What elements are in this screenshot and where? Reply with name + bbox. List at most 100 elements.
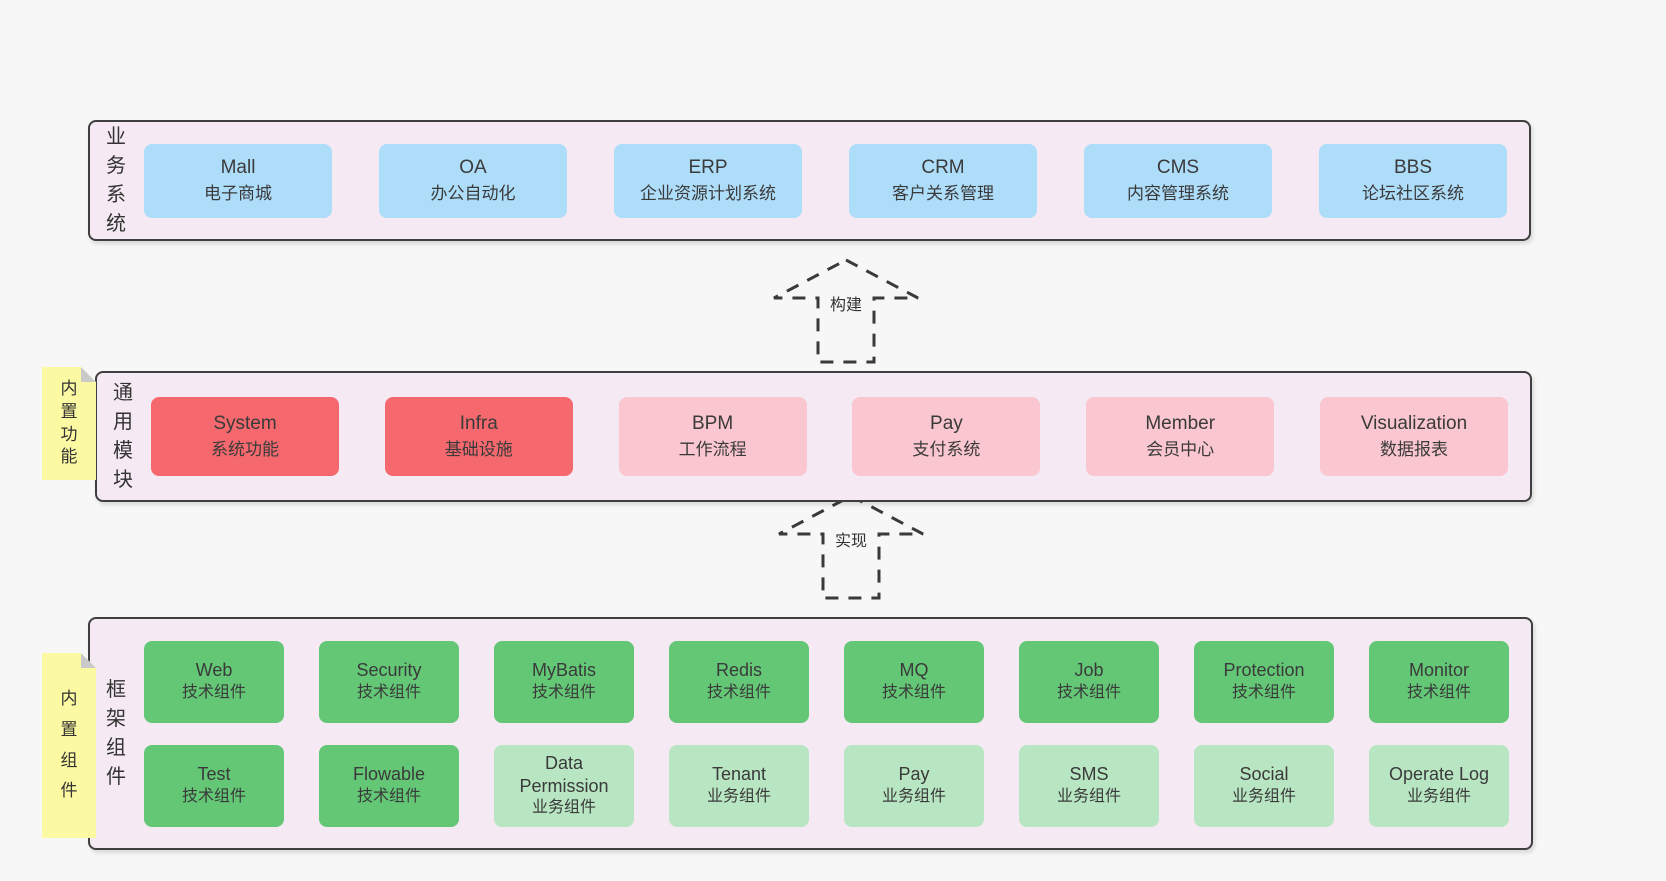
box-subtitle: 技术组件: [1056, 683, 1121, 701]
up-arrow-icon: [778, 494, 924, 600]
box-subtitle: 业务组件: [881, 787, 946, 805]
box-infra: Infra 基础设施: [384, 397, 573, 476]
box-title: Pay: [930, 413, 963, 435]
box-bpm: BPM 工作流程: [618, 397, 807, 476]
sticky-note-built-in-features: 内置功能: [42, 367, 96, 480]
up-arrow-icon: [773, 258, 919, 364]
box-title: CMS: [1156, 157, 1200, 179]
box-subtitle: 业务组件: [531, 799, 596, 817]
box-title: Monitor: [1408, 660, 1470, 681]
box-flowable: Flowable 技术组件: [319, 744, 459, 827]
box-subtitle: 支付系统: [912, 439, 981, 459]
box-title: MyBatis: [531, 660, 596, 681]
box-subtitle: 技术组件: [181, 787, 246, 805]
box-subtitle: 业务组件: [1231, 787, 1296, 805]
box-subtitle: 业务组件: [706, 787, 771, 805]
box-title: Mall: [220, 157, 256, 179]
box-sms: SMS 业务组件: [1019, 744, 1159, 827]
box-subtitle: 电子商城: [204, 183, 272, 203]
box-subtitle: 工作流程: [678, 439, 747, 459]
box-title: Data Permission: [519, 753, 609, 796]
box-cms: CMS 内容管理系统: [1084, 143, 1272, 218]
box-title: Job: [1074, 660, 1104, 681]
box-subtitle: 论坛社区系统: [1362, 183, 1464, 203]
box-title: Operate Log: [1388, 764, 1490, 785]
box-security: Security 技术组件: [319, 640, 459, 723]
box-title: MQ: [899, 660, 929, 681]
implement-arrow-label: 实现: [831, 530, 871, 555]
box-subtitle: 技术组件: [881, 683, 946, 701]
box-title: Social: [1239, 764, 1289, 785]
box-title: Tenant: [711, 764, 767, 785]
box-subtitle: 数据报表: [1379, 439, 1448, 459]
box-subtitle: 内容管理系统: [1127, 183, 1229, 203]
box-title: Visualization: [1360, 413, 1468, 435]
box-subtitle: 技术组件: [356, 683, 421, 701]
box-social: Social 业务组件: [1194, 744, 1334, 827]
box-title: Security: [356, 660, 422, 681]
box-crm: CRM 客户关系管理: [849, 143, 1037, 218]
build-arrow: 构建: [770, 254, 922, 366]
box-bbs: BBS 论坛社区系统: [1319, 143, 1507, 218]
box-title: Pay: [898, 764, 930, 785]
box-subtitle: 系统功能: [211, 439, 279, 459]
box-title: Web: [195, 660, 233, 681]
note-text: 内置功能: [60, 378, 78, 467]
box-operate-log: Operate Log 业务组件: [1369, 744, 1509, 827]
box-protection: Protection 技术组件: [1194, 640, 1334, 723]
box-subtitle: 业务组件: [1056, 787, 1121, 805]
box-tenant: Tenant 业务组件: [669, 744, 809, 827]
box-test: Test 技术组件: [144, 744, 284, 827]
box-title: System: [213, 413, 277, 435]
box-web: Web 技术组件: [144, 640, 284, 723]
business-boxes-grid: Mall 电子商城 OA 办公自动化 ERP 企业资源计划系统 CRM 客户关系…: [144, 122, 1507, 239]
box-system: System 系统功能: [151, 397, 339, 476]
box-subtitle: 业务组件: [1406, 787, 1471, 805]
box-title: SMS: [1069, 764, 1109, 785]
box-subtitle: 办公自动化: [430, 183, 516, 203]
box-job: Job 技术组件: [1019, 640, 1159, 723]
box-title: Infra: [459, 413, 498, 435]
box-subtitle: 技术组件: [1406, 683, 1471, 701]
box-pay-component: Pay 业务组件: [844, 744, 984, 827]
sticky-note-built-in-components: 内置组件: [42, 653, 96, 838]
box-title: CRM: [921, 157, 965, 179]
business-layer-label: 业务系统: [106, 125, 126, 235]
common-modules-layer: 通用模块 System 系统功能 Infra 基础设施 BPM 工作流程 Pay…: [95, 371, 1532, 502]
box-title: Protection: [1223, 660, 1305, 681]
box-redis: Redis 技术组件: [669, 640, 809, 723]
components-layer-label: 框架组件: [106, 678, 126, 788]
box-member: Member 会员中心: [1086, 397, 1275, 476]
business-systems-layer: 业务系统 Mall 电子商城 OA 办公自动化 ERP 企业资源计划系统 CRM…: [88, 120, 1531, 241]
box-pay-module: Pay 支付系统: [852, 397, 1041, 476]
box-title: Flowable: [352, 764, 426, 785]
modules-boxes-grid: System 系统功能 Infra 基础设施 BPM 工作流程 Pay 支付系统…: [151, 373, 1508, 500]
box-oa: OA 办公自动化: [379, 143, 567, 218]
components-boxes-grid: Web 技术组件 Security 技术组件 MyBatis 技术组件 Redi…: [144, 619, 1509, 848]
box-subtitle: 技术组件: [1231, 683, 1296, 701]
box-data-permission: Data Permission 业务组件: [494, 744, 634, 827]
box-title: OA: [459, 157, 487, 179]
box-subtitle: 技术组件: [706, 683, 771, 701]
framework-components-layer: 框架组件 Web 技术组件 Security 技术组件 MyBatis 技术组件…: [88, 617, 1533, 850]
box-subtitle: 技术组件: [531, 683, 596, 701]
box-subtitle: 客户关系管理: [892, 183, 994, 203]
box-title: BBS: [1393, 157, 1433, 179]
box-subtitle: 企业资源计划系统: [640, 183, 776, 203]
box-title: Member: [1145, 413, 1216, 435]
modules-layer-label: 通用模块: [113, 381, 133, 491]
box-erp: ERP 企业资源计划系统: [614, 143, 802, 218]
box-visualization: Visualization 数据报表: [1319, 397, 1508, 476]
build-arrow-label: 构建: [826, 294, 866, 319]
box-mq: MQ 技术组件: [844, 640, 984, 723]
box-subtitle: 技术组件: [356, 787, 421, 805]
box-mall: Mall 电子商城: [144, 143, 332, 218]
box-title: Test: [197, 764, 231, 785]
note-text: 内置组件: [60, 689, 78, 801]
box-subtitle: 会员中心: [1146, 439, 1215, 459]
box-title: Redis: [715, 660, 763, 681]
box-monitor: Monitor 技术组件: [1369, 640, 1509, 723]
box-mybatis: MyBatis 技术组件: [494, 640, 634, 723]
note-fold-icon: [81, 367, 96, 382]
